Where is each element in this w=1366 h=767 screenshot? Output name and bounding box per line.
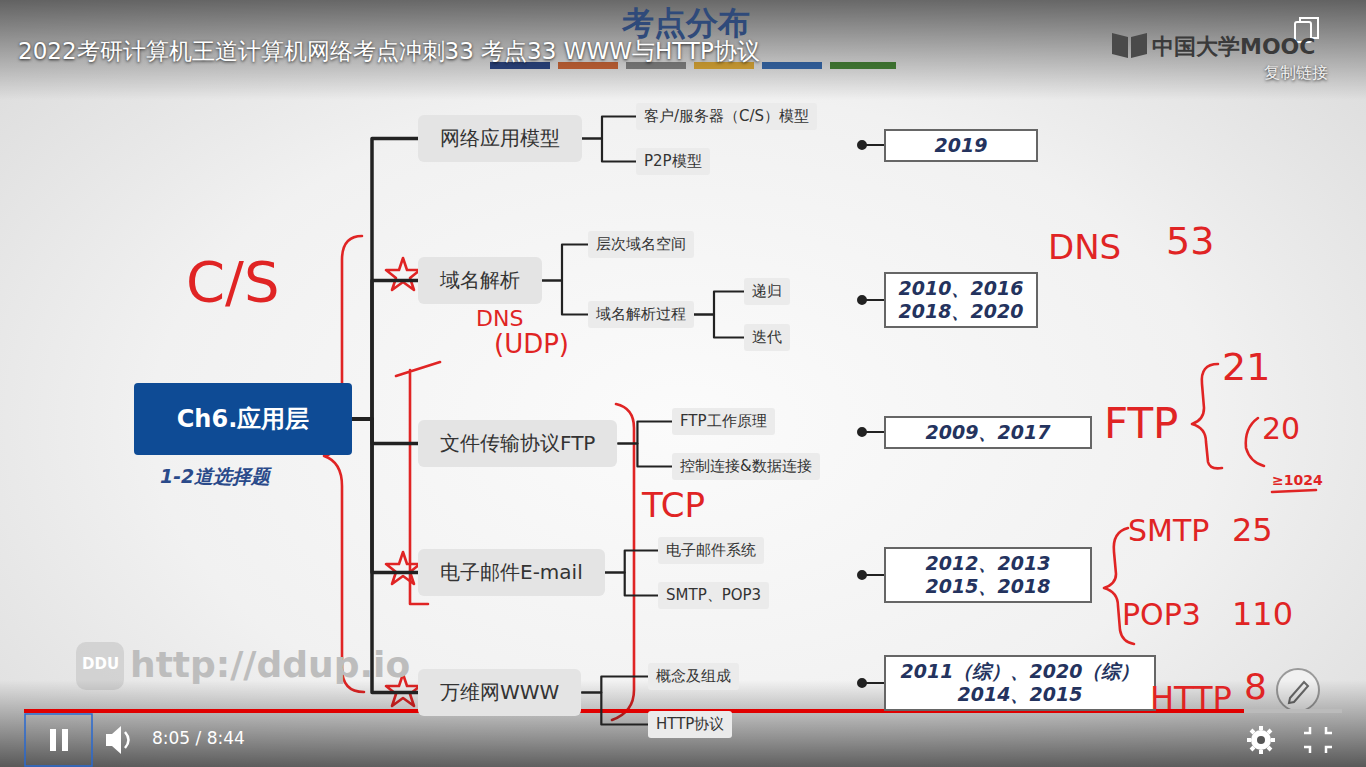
- handwritten-note: 8: [1244, 666, 1267, 707]
- handwritten-note: 25: [1232, 512, 1273, 549]
- settings-icon: [1247, 726, 1275, 754]
- tree-connector: [542, 245, 588, 281]
- tree-connector: [605, 573, 658, 596]
- tree-connector: [352, 419, 418, 573]
- topic-box: 文件传输协议FTP: [418, 420, 617, 467]
- node-text: Ch6.应用层: [177, 403, 310, 435]
- handwritten-note: HTTP: [1150, 680, 1232, 717]
- subtopic-box: 迭代: [744, 324, 790, 351]
- year-box: 2010、2016 2018、2020: [884, 272, 1038, 328]
- tree-connector: [694, 292, 744, 315]
- node-text: 客户/服务器（C/S）模型: [644, 107, 809, 126]
- question-note: 1-2道选择题: [160, 466, 270, 488]
- year-leaders: [858, 141, 884, 687]
- tree-connector: [605, 551, 658, 573]
- node-text: SMTP、POP3: [666, 586, 761, 605]
- node-text: 电子邮件E-mail: [440, 559, 583, 586]
- tree-connector: [352, 419, 418, 444]
- logo-text: 中国大学MOOC: [1152, 34, 1315, 59]
- handwritten-note: SMTP: [1128, 514, 1209, 549]
- year-box: 2011（综）、2020（综） 2014、2015: [884, 655, 1156, 711]
- node-text: FTP工作原理: [680, 412, 767, 431]
- node-text: 2012、2013 2015、2018: [894, 552, 1082, 598]
- tree-connector: [581, 677, 648, 693]
- root-box: Ch6.应用层: [134, 383, 352, 455]
- node-text: 2009、2017: [894, 421, 1082, 444]
- handwritten-note: 110: [1232, 596, 1293, 633]
- tree-connector: [581, 693, 648, 725]
- handwritten-note: C/S: [186, 250, 280, 314]
- subtopic-box: 客户/服务器（C/S）模型: [636, 103, 817, 130]
- node-text: 层次域名空间: [596, 235, 686, 254]
- pause-button: [25, 714, 92, 766]
- watermark: DDU: [82, 656, 119, 673]
- top-shade: [0, 0, 1366, 100]
- slide-title: 考点分布: [622, 6, 750, 41]
- subtopic-box: P2P模型: [636, 148, 710, 175]
- year-box: 2009、2017: [884, 416, 1092, 449]
- handwritten-note: FTP: [1104, 400, 1178, 448]
- tree-connector: [694, 315, 744, 338]
- handwritten-note: DNS: [1048, 228, 1121, 267]
- subtopic-box: FTP工作原理: [672, 408, 775, 435]
- subtopic-box: 概念及组成: [648, 663, 739, 690]
- subtopic-box: SMTP、POP3: [658, 582, 769, 609]
- year-box: 2019: [884, 129, 1038, 162]
- handwritten-note: (UDP): [494, 330, 569, 360]
- subtopic-box: 递归: [744, 278, 790, 305]
- video-title: 2022考研计算机王道计算机网络考点冲刺33 考点33 WWW与HTTP协议: [18, 38, 760, 64]
- handwritten-note: 21: [1222, 346, 1270, 390]
- volume-icon: [106, 726, 129, 754]
- handwritten-note: TCP: [642, 486, 705, 525]
- subtopic-box: HTTP协议: [648, 711, 732, 738]
- logo-icon: [1112, 33, 1147, 58]
- handwritten-note: DNS: [476, 306, 523, 331]
- node-text: P2P模型: [644, 152, 702, 171]
- node-text: 2019: [894, 134, 1028, 157]
- node-text: 网络应用模型: [440, 125, 560, 152]
- tree-connector: [352, 139, 418, 420]
- fullscreen-icon: [1304, 727, 1332, 753]
- node-text: 概念及组成: [656, 667, 731, 686]
- node-text: 域名解析: [440, 267, 520, 294]
- handwritten-note: 53: [1166, 220, 1214, 264]
- subtopic-box: 控制连接&数据连接: [672, 453, 820, 480]
- handwritten-note: POP3: [1122, 598, 1201, 633]
- node-text: 域名解析过程: [596, 305, 686, 324]
- handwritten-note: ≥1024: [1272, 472, 1323, 488]
- topic-box: 电子邮件E-mail: [418, 549, 605, 596]
- tree-connector: [617, 444, 672, 467]
- node-text: 迭代: [752, 328, 782, 347]
- node-text: 2010、2016 2018、2020: [894, 277, 1028, 323]
- watermark: http://ddup.io: [130, 644, 410, 685]
- topic-box: 万维网WWW: [418, 669, 581, 716]
- node-text: 电子邮件系统: [666, 541, 756, 560]
- red-annotations: [324, 236, 1316, 720]
- tree-connector: [582, 139, 636, 162]
- tree-connector: [582, 117, 636, 139]
- node-text: 控制连接&数据连接: [680, 457, 812, 476]
- subtopic-box: 域名解析过程: [588, 301, 694, 328]
- topic-box: 域名解析: [418, 257, 542, 304]
- node-text: 万维网WWW: [440, 679, 559, 706]
- time-display: 8:05 / 8:44: [152, 729, 245, 749]
- node-text: 2011（综）、2020（综） 2014、2015: [894, 660, 1146, 706]
- node-text: 递归: [752, 282, 782, 301]
- tree-connector: [617, 422, 672, 444]
- handwritten-note: 20: [1262, 412, 1300, 447]
- copy-link: 复制链接: [1264, 64, 1328, 82]
- subtopic-box: 层次域名空间: [588, 231, 694, 258]
- tree-connector: [352, 281, 418, 420]
- node-text: 文件传输协议FTP: [440, 430, 595, 457]
- node-text: HTTP协议: [656, 715, 724, 734]
- subtopic-box: 电子邮件系统: [658, 537, 764, 564]
- bottom-shade: [0, 680, 1366, 767]
- tree-connector: [542, 281, 588, 315]
- topic-box: 网络应用模型: [418, 115, 582, 162]
- year-box: 2012、2013 2015、2018: [884, 547, 1092, 603]
- progress-rest: [1244, 709, 1342, 713]
